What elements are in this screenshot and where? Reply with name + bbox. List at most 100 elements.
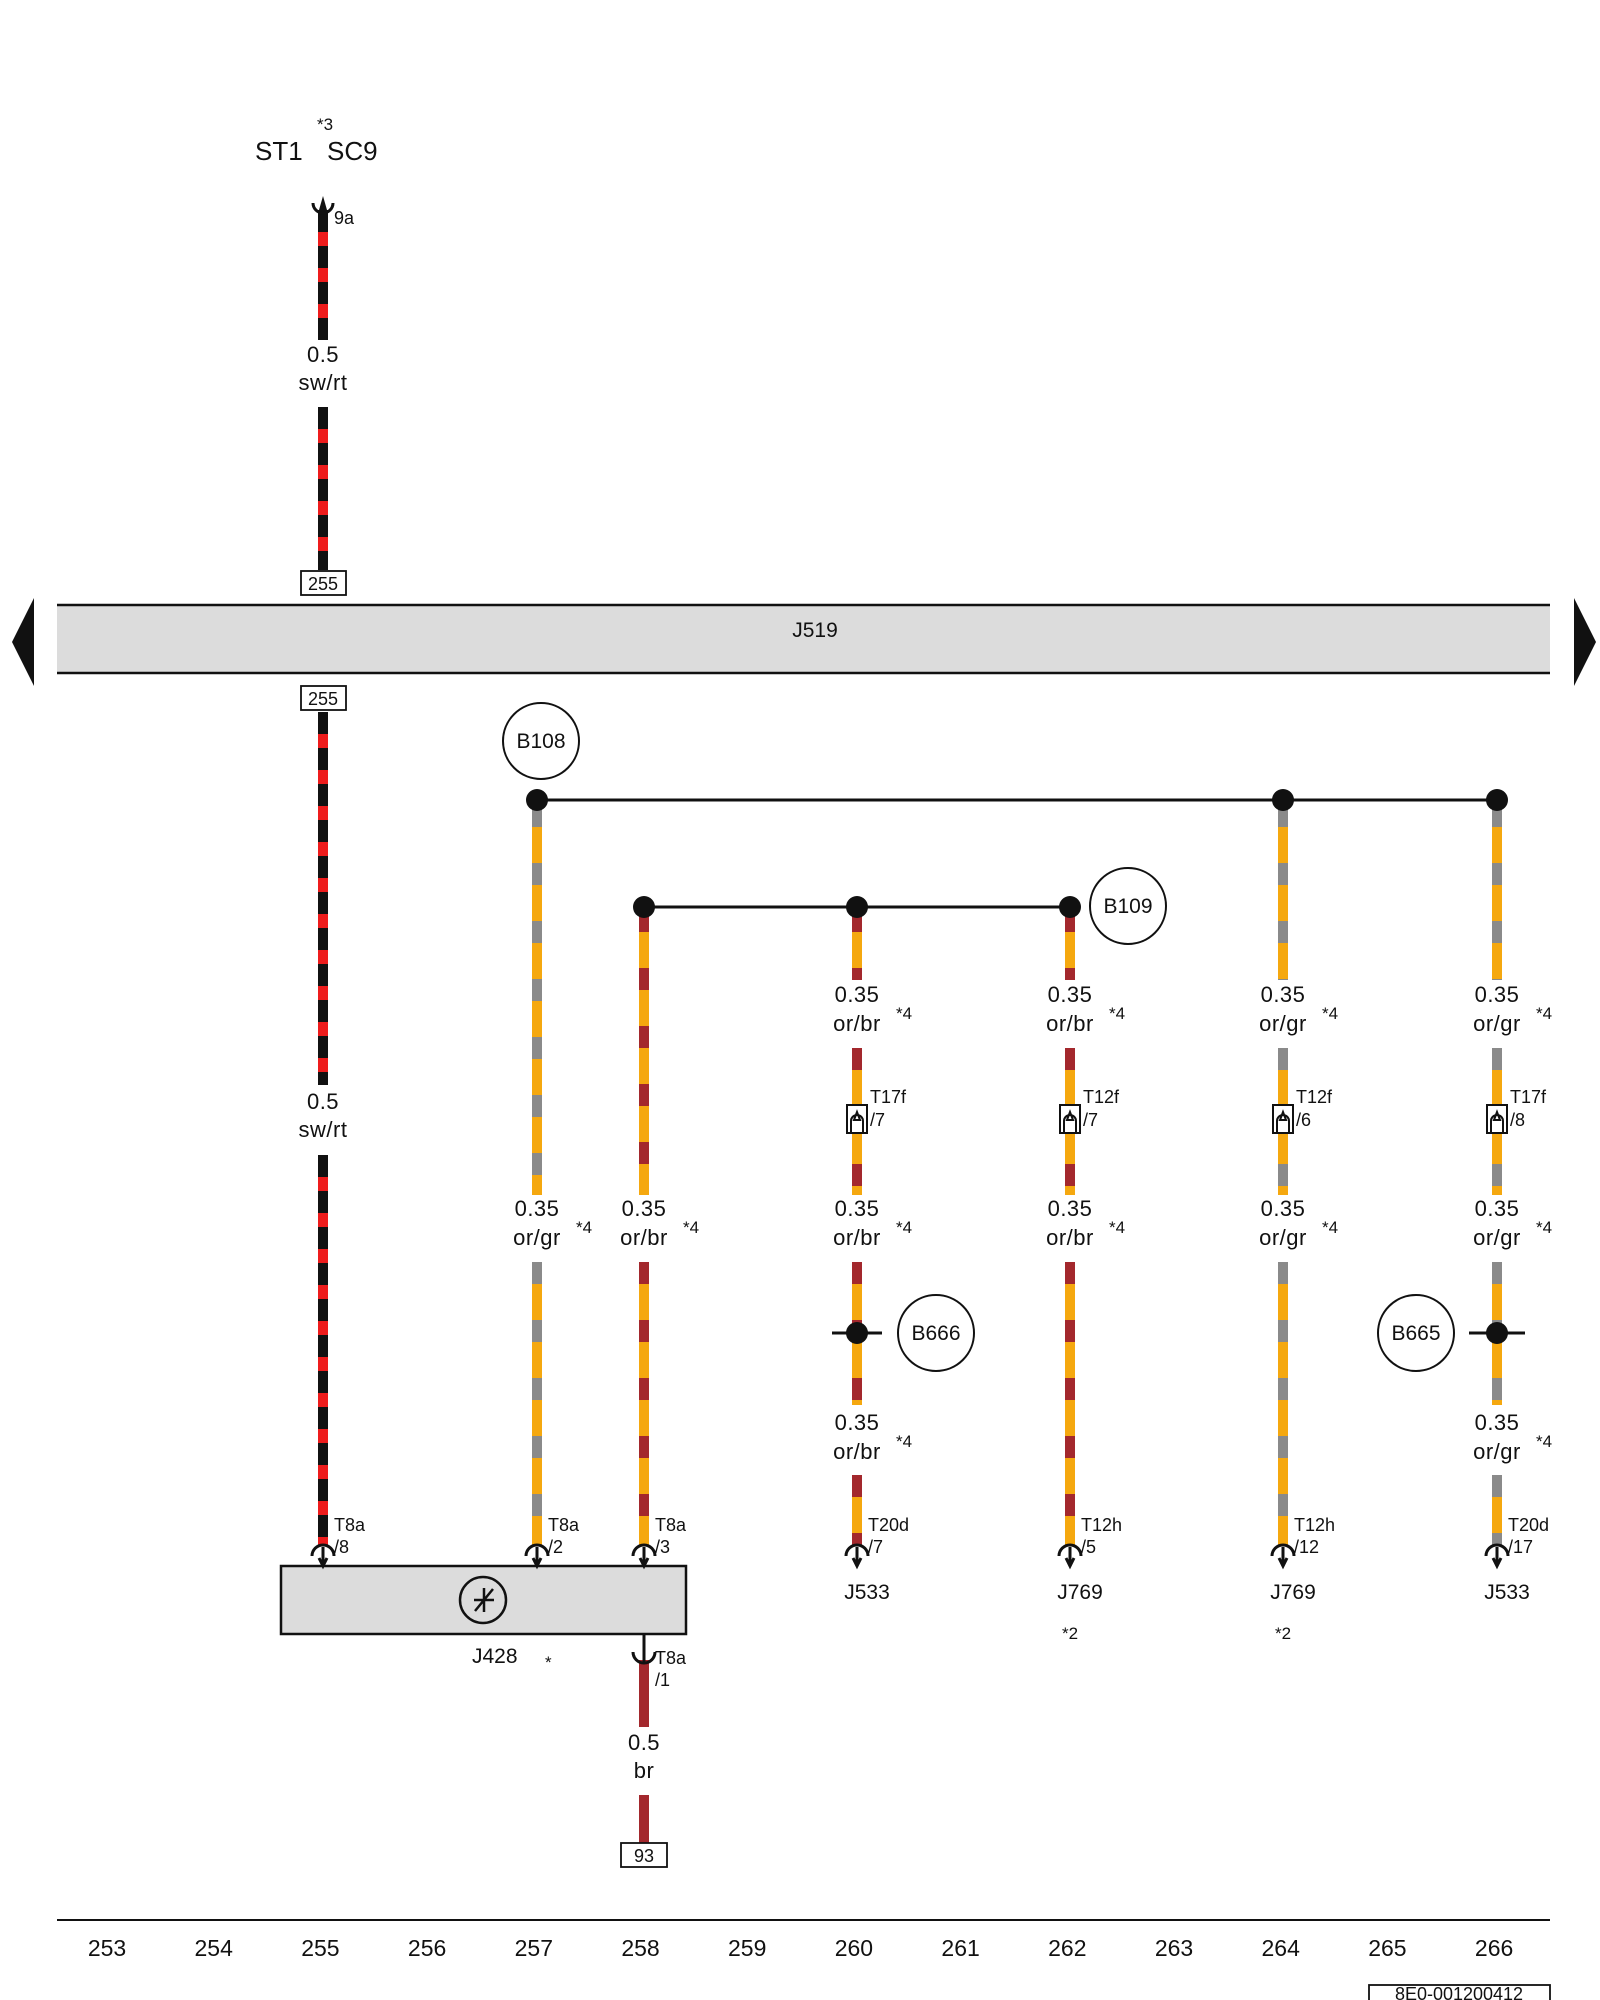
junction-dot xyxy=(846,1322,868,1344)
e266-name: T20d xyxy=(1508,1515,1549,1535)
ref-box-255-bottom[interactable] xyxy=(300,685,347,711)
end-connector-pin-icon[interactable] xyxy=(1484,1543,1510,1570)
end-connector-pin-icon[interactable] xyxy=(844,1543,870,1570)
j769-label-a: J769 xyxy=(1057,1581,1103,1604)
color-266-mid: or/gr xyxy=(1473,1225,1521,1250)
e264-pin: /12 xyxy=(1294,1537,1319,1557)
ruler-number: 266 xyxy=(1475,1935,1513,1961)
j769-label-b: J769 xyxy=(1270,1581,1316,1604)
inline-connector-pin-icon xyxy=(1276,1109,1290,1132)
ref-box-255-top[interactable] xyxy=(300,570,347,596)
node-b665-label: B665 xyxy=(1391,1322,1440,1345)
star-264-mid: *4 xyxy=(1322,1218,1338,1237)
j428-module: J428 * xyxy=(279,1564,688,1672)
ruler-number: 260 xyxy=(835,1935,873,1961)
e262-name: T12h xyxy=(1081,1515,1122,1535)
ref-255-bottom: 255 xyxy=(308,689,338,709)
star-266-top: *4 xyxy=(1536,1004,1552,1023)
e258-pin: /3 xyxy=(655,1537,670,1557)
inline-connector-pin-icon xyxy=(850,1109,864,1132)
inline-connector-pin-icon xyxy=(1063,1109,1077,1132)
ref-box-93[interactable] xyxy=(620,1842,668,1868)
gauge-264-mid: 0.35 xyxy=(1261,1196,1306,1221)
star-260-top: *4 xyxy=(896,1004,912,1023)
node-b108-label: B108 xyxy=(516,730,565,753)
color-260-low: or/br xyxy=(833,1439,881,1464)
junction-dot xyxy=(633,896,655,918)
ruler-number: 264 xyxy=(1262,1935,1301,1961)
j519-box xyxy=(57,605,1550,673)
e258-name: T8a xyxy=(655,1515,687,1535)
end-connector-pin-icon[interactable] xyxy=(1270,1543,1296,1570)
e255-name: T8a xyxy=(334,1515,366,1535)
color-264-mid: or/gr xyxy=(1259,1225,1307,1250)
gauge-264-top: 0.35 xyxy=(1261,982,1306,1007)
c260-pin: /7 xyxy=(870,1110,885,1130)
pin-9a-label: 9a xyxy=(334,208,355,228)
ruler-number: 254 xyxy=(195,1935,234,1961)
end-connector-pin-icon[interactable] xyxy=(524,1543,550,1570)
ruler-number: 265 xyxy=(1368,1935,1406,1961)
ref-93-label: 93 xyxy=(634,1846,654,1866)
color-260-top: or/br xyxy=(833,1011,881,1036)
e257-pin: /2 xyxy=(548,1537,563,1557)
doc-id-box xyxy=(1368,1984,1551,2000)
pin-receptacle-icon xyxy=(311,202,335,215)
star-258: *4 xyxy=(683,1218,699,1237)
end-connector-pin-icon[interactable] xyxy=(1057,1543,1083,1570)
gauge-258: 0.35 xyxy=(622,1196,667,1221)
gauge-262-mid: 0.35 xyxy=(1048,1196,1093,1221)
j428-label: J428 xyxy=(472,1645,518,1668)
c262-name: T12f xyxy=(1083,1087,1120,1107)
color-260-mid: or/br xyxy=(833,1225,881,1250)
pin-arrow-icon xyxy=(319,196,327,210)
end-connector-pin-icon[interactable] xyxy=(310,1543,336,1570)
node-b109-circle[interactable] xyxy=(1089,867,1167,945)
wire-labels: 0.5 sw/rt 0.5 sw/rt 0.35 or/gr *4 0.35 o… xyxy=(299,342,1553,1783)
inline-connectors: T17f /7 T12f /7 T12f /6 T17f /8 xyxy=(846,1087,1547,1134)
gauge-257: 0.35 xyxy=(515,1196,560,1221)
node-b108-circle[interactable] xyxy=(502,702,580,780)
color-266-low: or/gr xyxy=(1473,1439,1521,1464)
color-258: or/br xyxy=(620,1225,668,1250)
gauge-255-top: 0.5 xyxy=(307,342,339,367)
c260-name: T17f xyxy=(870,1087,907,1107)
color-255-low: sw/rt xyxy=(299,1117,348,1142)
star-264-top: *4 xyxy=(1322,1004,1338,1023)
e257-name: T8a xyxy=(548,1515,580,1535)
node-b666-circle[interactable] xyxy=(897,1294,975,1372)
star2-note-a: *2 xyxy=(1062,1624,1078,1643)
color-262-mid: or/br xyxy=(1046,1225,1094,1250)
e260-pin: /7 xyxy=(868,1537,883,1557)
junction-dot xyxy=(1486,1322,1508,1344)
node-circles: B108 B109 B666 B665 xyxy=(502,702,1455,1372)
gauge-260-low: 0.35 xyxy=(835,1410,880,1435)
junction-dot xyxy=(846,896,868,918)
ref-93: 93 xyxy=(620,1842,668,1868)
end-connector-pin-icon[interactable] xyxy=(631,1543,657,1570)
node-b665-circle[interactable] xyxy=(1377,1294,1455,1372)
junction-dot xyxy=(1486,789,1508,811)
inline-connector-pin-icon xyxy=(1490,1109,1504,1132)
gauge-260-top: 0.35 xyxy=(835,982,880,1007)
j428-star: * xyxy=(545,1653,552,1672)
star-262-mid: *4 xyxy=(1109,1218,1125,1237)
j519-module: J519 255 255 xyxy=(12,570,1596,711)
ruler-number: 253 xyxy=(88,1935,126,1961)
star-260-mid: *4 xyxy=(896,1218,912,1237)
color-264-top: or/gr xyxy=(1259,1011,1307,1036)
end-connector-pin-icon[interactable] xyxy=(631,1634,657,1665)
page-right-arrow-icon[interactable] xyxy=(1574,598,1596,686)
c264-pin: /6 xyxy=(1296,1110,1311,1130)
junction-dot xyxy=(1059,896,1081,918)
page-left-arrow-icon[interactable] xyxy=(12,598,34,686)
star-257: *4 xyxy=(576,1218,592,1237)
color-257: or/gr xyxy=(513,1225,561,1250)
c266-name: T17f xyxy=(1510,1087,1547,1107)
j428-symbol-glyph-icon xyxy=(474,1588,494,1612)
ruler-number: 262 xyxy=(1048,1935,1086,1961)
ruler-number: 258 xyxy=(621,1935,659,1961)
e258b-name: T8a xyxy=(655,1648,687,1668)
